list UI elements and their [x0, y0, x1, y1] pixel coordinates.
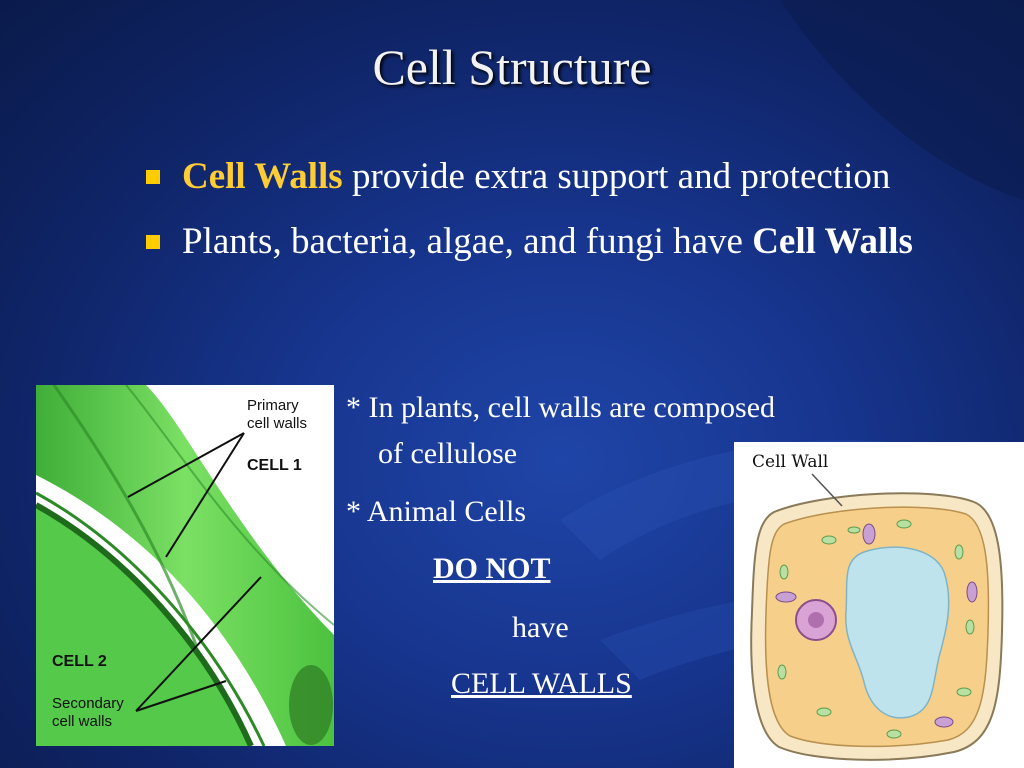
bullet-text: provide extra support and protection: [342, 156, 891, 197]
plant-cell-image: [734, 442, 1024, 768]
keyword-cell-walls: Cell Walls: [182, 156, 343, 197]
note-cell-walls-caps: CELL WALLS: [451, 667, 632, 700]
note-plants-continued: of cellulose: [378, 437, 518, 470]
note-have: have: [512, 611, 569, 644]
micrograph-image: [36, 385, 334, 746]
label-cell-wall: Cell Wall: [752, 452, 829, 472]
note-do-not: DO NOT: [433, 552, 551, 585]
bullet-item-organisms: Plants, bacteria, algae, and fungi have …: [140, 215, 940, 268]
label-secondary-cell-walls: Secondary cell walls: [52, 695, 124, 730]
bullet-item-cell-walls: Cell Walls provide extra support and pro…: [140, 150, 940, 203]
label-cell-1: CELL 1: [247, 457, 302, 474]
plant-cell-diagram: Cell Wall: [734, 442, 1024, 768]
keyword-cell-walls-bold: Cell Walls: [752, 221, 913, 262]
square-bullet-icon: [146, 170, 160, 184]
square-bullet-icon: [146, 235, 160, 249]
label-primary-cell-walls: Primary cell walls: [247, 397, 308, 432]
note-animal-cells: * Animal Cells: [346, 495, 526, 528]
label-cell-2: CELL 2: [52, 653, 107, 670]
note-plants: * In plants, cell walls are composed: [346, 391, 776, 424]
cell-wall-micrograph: Primary cell walls CELL 1 CELL 2 Seconda…: [36, 385, 334, 746]
page-title: Cell Structure: [372, 39, 652, 95]
bullet-text: Plants, bacteria, algae, and fungi have: [182, 221, 753, 262]
bullet-list: Cell Walls provide extra support and pro…: [140, 150, 940, 280]
